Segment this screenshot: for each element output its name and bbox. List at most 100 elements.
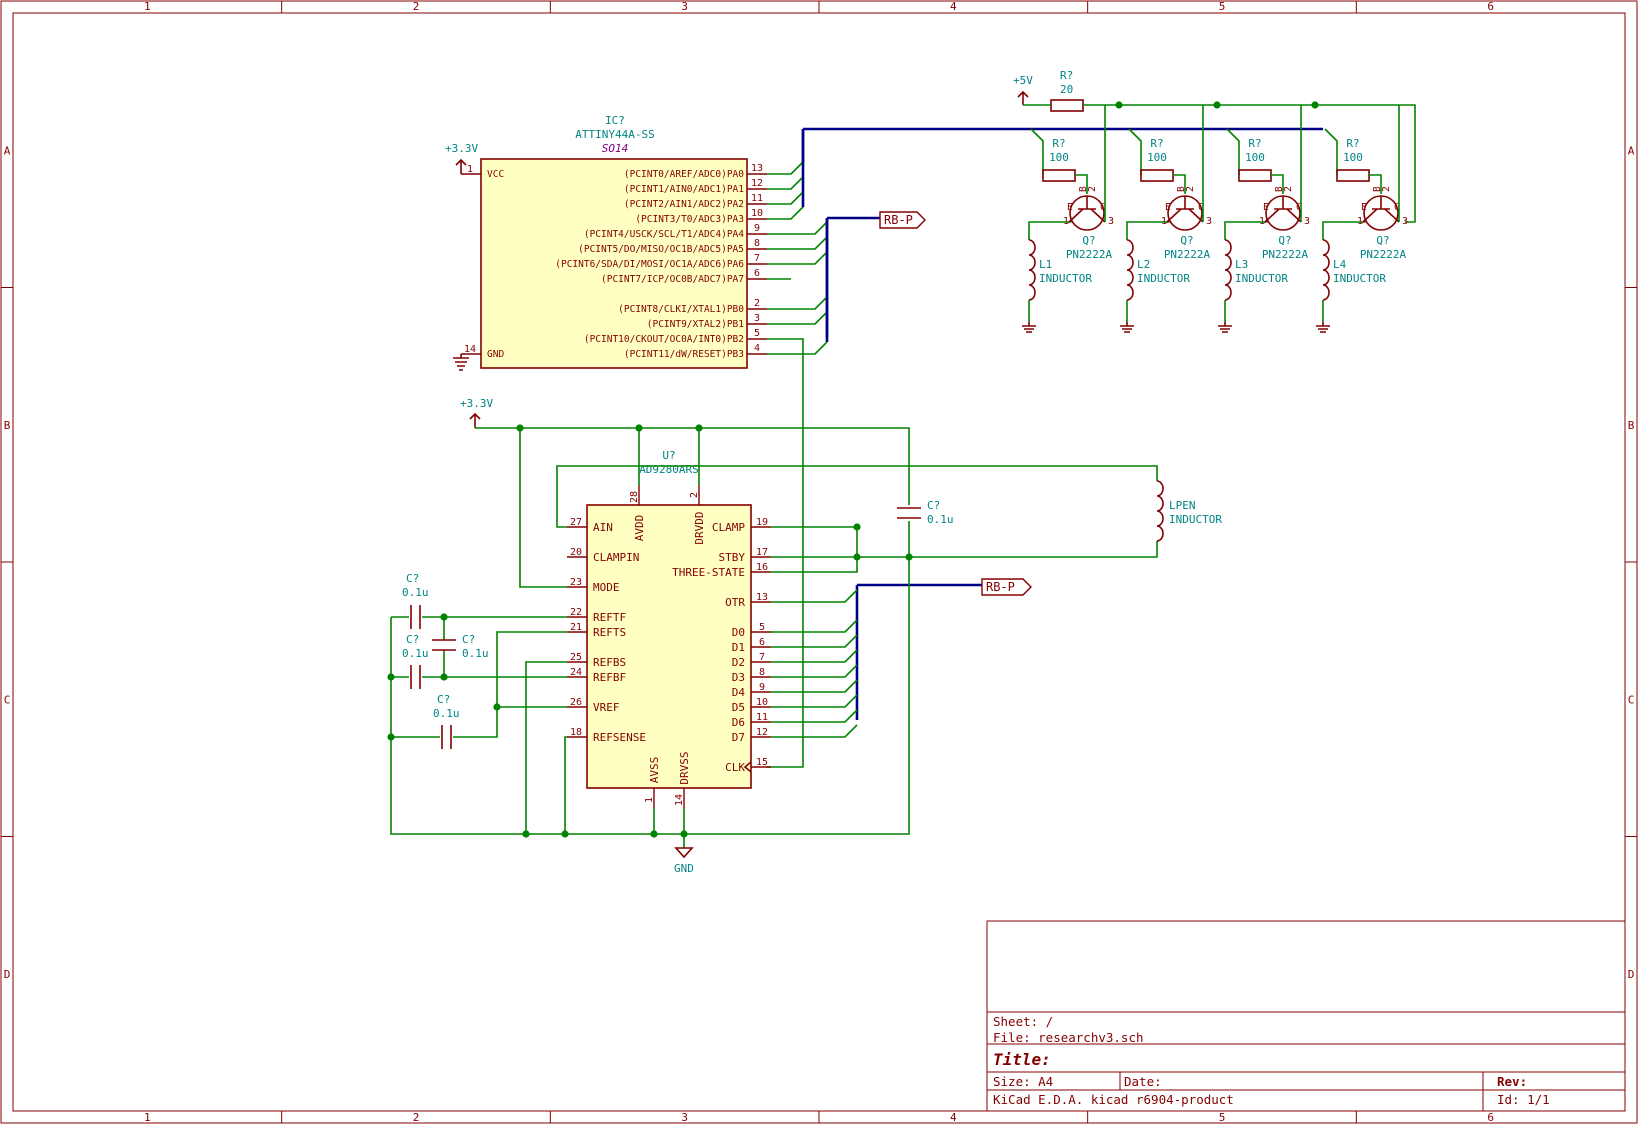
transistor-ref: Q? xyxy=(1180,234,1193,247)
resistor-icon[interactable] xyxy=(1336,169,1370,182)
frame-col-label: 1 xyxy=(144,1111,151,1124)
attiny-package: SO14 xyxy=(602,142,629,155)
attiny-pin-num: 8 xyxy=(754,238,760,249)
frame-row-label: A xyxy=(4,144,11,157)
frame-row-label: D xyxy=(4,968,11,981)
ic-attiny44a[interactable]: IC? ATTINY44A-SS SO14 1 VCC 14 GND 13(PC… xyxy=(461,114,791,369)
adc-pin-num: 9 xyxy=(759,682,765,693)
transistor-ref: Q? xyxy=(1278,234,1291,247)
transistor-pin: 3 xyxy=(1304,216,1310,227)
inductor-value: INDUCTOR xyxy=(1137,272,1190,285)
inductor-value: INDUCTOR xyxy=(1039,272,1092,285)
attiny-pin-num: 12 xyxy=(751,178,763,189)
adc-pin-name: D5 xyxy=(732,701,745,714)
resistor-ref: R? xyxy=(1150,137,1163,150)
frame-col-label: 4 xyxy=(950,0,957,13)
capacitor-value: 0.1u xyxy=(402,647,429,660)
attiny-pin-name: (PCINT0/AREF/ADC0)PA0 xyxy=(624,169,744,180)
attiny-pin-num: 10 xyxy=(751,208,763,219)
inductor-value: INDUCTOR xyxy=(1333,272,1386,285)
frame-col-label: 3 xyxy=(681,1111,688,1124)
attiny-pin-name: (PCINT4/USCK/SCL/T1/ADC4)PA4 xyxy=(584,229,744,240)
inductor-icon[interactable] xyxy=(1126,239,1134,301)
resistor-icon[interactable] xyxy=(1238,169,1272,182)
capacitor-ref: C? xyxy=(406,633,419,646)
title-sheet: Sheet: / xyxy=(993,1014,1053,1029)
adc-pin-num: 14 xyxy=(674,794,685,806)
transistor-pin: B xyxy=(1372,186,1383,192)
net-label-text: RB-P xyxy=(986,580,1015,594)
transistor-value: PN2222A xyxy=(1262,248,1309,261)
transistor-ref: Q? xyxy=(1376,234,1389,247)
transistor-pin: E xyxy=(1165,202,1171,213)
inductor-ref: L4 xyxy=(1333,258,1347,271)
attiny-value: ATTINY44A-SS xyxy=(575,128,654,141)
adc-pin-name: THREE-STATE xyxy=(672,566,745,579)
adc-pin-num: 6 xyxy=(759,637,765,648)
attiny-pin-num: 4 xyxy=(754,343,760,354)
resistor-ref: R? xyxy=(1346,137,1359,150)
adc-pin-num: 27 xyxy=(570,517,582,528)
transistor-pin: 3 xyxy=(1206,216,1212,227)
adc-pin-num: 24 xyxy=(570,667,582,678)
inductor-ref: L2 xyxy=(1137,258,1150,271)
frame-col-label: 5 xyxy=(1219,0,1226,13)
ground-icon xyxy=(1218,322,1232,333)
capacitor-value: 0.1u xyxy=(433,707,460,720)
adc-pin-num: 2 xyxy=(689,492,700,498)
attiny-pin-num: 13 xyxy=(751,163,763,174)
attiny-pin-name: (PCINT7/ICP/OC0B/ADC7)PA7 xyxy=(601,274,744,285)
attiny-pin-num: 2 xyxy=(754,298,760,309)
title-title: Title: xyxy=(993,1050,1051,1069)
inductor-lpen[interactable]: LPEN INDUCTOR xyxy=(1156,480,1222,542)
capacitor-ref: C? xyxy=(406,572,419,585)
adc-pin-name: D7 xyxy=(732,731,745,744)
attiny-pin-name: (PCINT8/CLKI/XTAL1)PB0 xyxy=(618,304,744,315)
capacitor-decoupling[interactable]: C? 0.1u xyxy=(897,499,954,526)
net-label-text: RB-P xyxy=(884,213,913,227)
inductor-icon[interactable] xyxy=(1322,239,1330,301)
title-size: Size: A4 xyxy=(993,1074,1053,1089)
inductor-icon[interactable] xyxy=(1224,239,1232,301)
adc-pin-num: 13 xyxy=(756,592,768,603)
adc-pin-name: REFSENSE xyxy=(593,731,646,744)
net-label-rbp-top: RB-P xyxy=(879,211,926,229)
adc-pin-num: 5 xyxy=(759,622,765,633)
frame-col-label: 6 xyxy=(1487,1111,1494,1124)
adc-pin-name: CLK xyxy=(725,761,745,774)
frame-col-label: 6 xyxy=(1487,0,1494,13)
title-tool: KiCad E.D.A. kicad r6904-product xyxy=(993,1092,1234,1107)
transistor-pin: B xyxy=(1274,186,1285,192)
resistor-icon[interactable] xyxy=(1140,169,1174,182)
transistor-pin: E xyxy=(1263,202,1269,213)
power-5v: +5V xyxy=(1013,74,1033,105)
ground-icon xyxy=(1316,322,1330,333)
capacitor-ref: C? xyxy=(927,499,940,512)
transistor-value: PN2222A xyxy=(1360,248,1407,261)
adc-pin-num: 12 xyxy=(756,727,768,738)
transistor-pin: 3 xyxy=(1402,216,1408,227)
adc-pin-num: 18 xyxy=(570,727,582,738)
resistor-icon[interactable] xyxy=(1042,169,1076,182)
adc-pin-name: MODE xyxy=(593,581,620,594)
adc-pin-name: D3 xyxy=(732,671,745,684)
attiny-pin-name: VCC xyxy=(487,169,504,180)
adc-pin-num: 23 xyxy=(570,577,582,588)
adc-pin-name: CLAMP xyxy=(712,521,745,534)
frame-col-label: 2 xyxy=(413,0,420,13)
transistor-pin: B xyxy=(1176,186,1187,192)
power-label: GND xyxy=(674,862,694,875)
transistor-pin: C xyxy=(1100,202,1106,213)
adc-pin-name: DRVDD xyxy=(693,511,706,544)
adc-pin-num: 28 xyxy=(629,491,640,503)
title-file: File: researchv3.sch xyxy=(993,1030,1144,1045)
adc-pin-num: 15 xyxy=(756,757,768,768)
frame-row-label: B xyxy=(4,419,11,432)
inductor-icon[interactable] xyxy=(1028,239,1036,301)
frame-col-label: 3 xyxy=(681,0,688,13)
transistor-pin: 2 xyxy=(1087,186,1098,192)
